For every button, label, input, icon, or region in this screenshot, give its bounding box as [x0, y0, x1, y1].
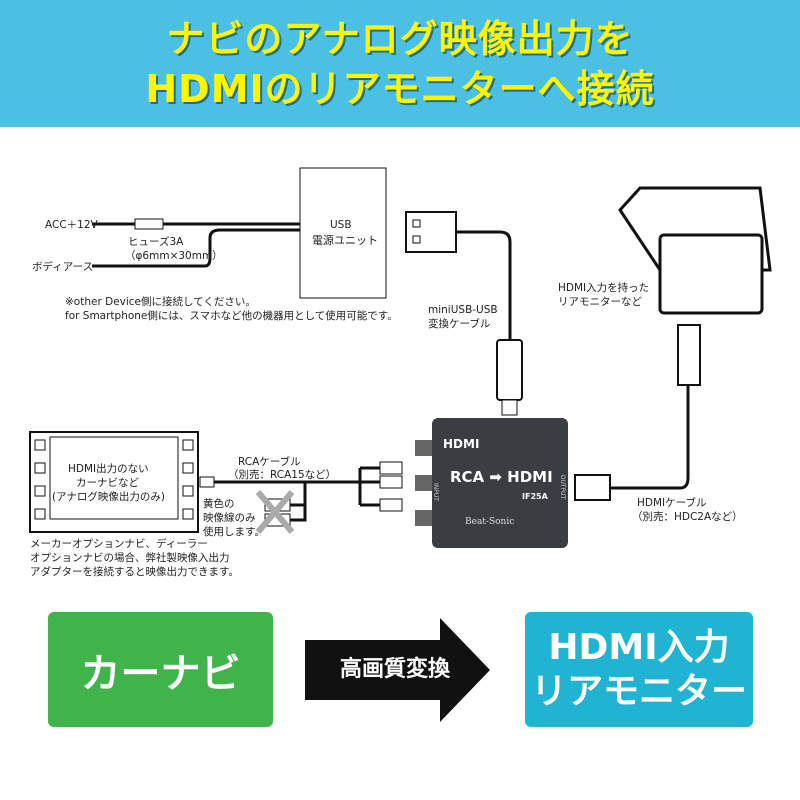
title-line-1: ナビのアナログ映像出力を — [166, 17, 634, 61]
mini-usb-label-2: 変換ケーブル — [428, 318, 491, 330]
rca-label: RCAケーブル — [238, 456, 301, 468]
acc-label: ACC＋12V — [45, 219, 98, 231]
rca-label-2: （別売：RCA15など） — [228, 469, 337, 481]
yellow-note-2: 映像線のみ — [203, 512, 256, 524]
yellow-note-1: 黄色の — [203, 498, 235, 510]
rear-monitor-box: HDMI入力 リアモニター — [525, 612, 753, 727]
usb-unit-label-2: 電源ユニット — [312, 234, 378, 247]
rear-monitor-box-line-1: HDMI入力 — [548, 626, 730, 668]
conversion-label: 高画質変換 — [339, 657, 450, 682]
body-earth-label: ボディアース — [32, 261, 94, 273]
device-input-label: INPUT — [431, 483, 439, 501]
hdmi-cable-label: HDMIケーブル — [637, 497, 707, 509]
hdmi-plug-icon — [574, 474, 611, 501]
yellow-note-3: 使用します。 — [203, 526, 265, 538]
navi-label-3: (アナログ映像出力のみ) — [52, 491, 165, 503]
maker-note-1: メーカーオプションナビ、ディーラー — [30, 538, 208, 550]
fuse-label: ヒューズ3A — [128, 236, 184, 248]
device-output-label: OUTPUT — [559, 474, 567, 500]
header-banner: ナビのアナログ映像出力を HDMIのリアモニターへ接続 — [0, 0, 800, 127]
title-line-2: HDMIのリアモニターへ接続 — [145, 67, 655, 111]
rear-monitor-box-line-2: リアモニター — [530, 670, 747, 712]
usb-power-unit — [299, 167, 387, 299]
note-line-1: ※other Device側に接続してください。 — [65, 296, 256, 308]
monitor-label-2: リアモニターなど — [558, 296, 642, 308]
mini-usb-plug-icon — [496, 339, 523, 401]
maker-note-2: オプションナビの場合、弊社製映像入出力 — [30, 552, 230, 564]
rca-cable — [212, 466, 380, 507]
note-line-2: for Smartphone側には、スマホなど他の機器用として使用可能です。 — [65, 310, 398, 322]
fuse-icon — [134, 218, 164, 230]
device-brand: Beat-Sonic — [465, 517, 515, 527]
usb-plug-icon — [405, 211, 457, 253]
device-hdmi-logo: HDMI — [443, 437, 480, 451]
navi-label-1: HDMI出力のない — [68, 463, 149, 475]
device-model: IF25A — [522, 492, 548, 501]
car-navi-box: カーナビ — [48, 612, 273, 727]
usb-unit-label: USB — [330, 219, 352, 231]
converter-device — [432, 418, 568, 548]
monitor-label: HDMI入力を持った — [558, 282, 650, 294]
maker-note-3: アダプターを接続すると映像出力できます。 — [30, 566, 239, 578]
device-main-label: RCA ➡ HDMI — [450, 468, 553, 486]
navi-label-2: カーナビなど — [76, 477, 139, 489]
mini-usb-label: miniUSB-USB — [428, 304, 498, 316]
hdmi-cable-label-2: （別売：HDC2Aなど） — [632, 511, 743, 523]
arrow-icon — [305, 618, 490, 722]
fuse-size-label: （φ6mm×30mm） — [125, 250, 223, 262]
